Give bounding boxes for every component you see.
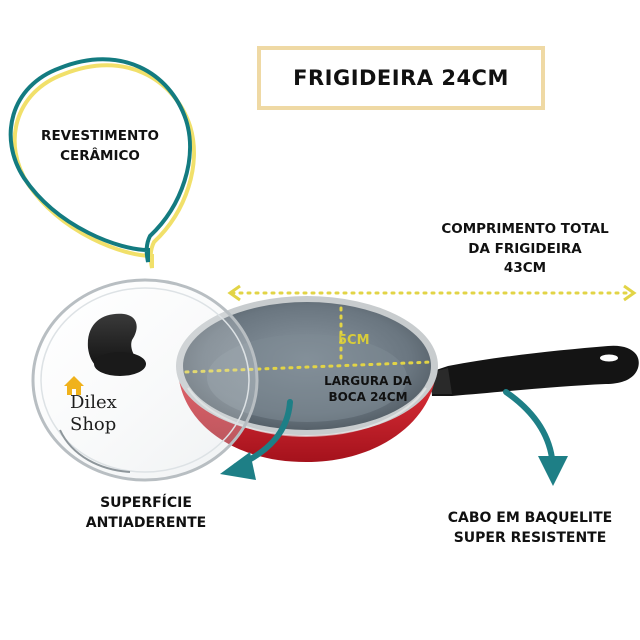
handle-label: CABO EM BAQUELITE SUPER RESISTENTE <box>430 508 630 549</box>
width-label: LARGURA DA BOCA 24CM <box>316 374 420 405</box>
page-title: FRIGIDEIRA 24CM <box>293 66 509 90</box>
width-label-line: LARGURA DA <box>324 374 412 388</box>
length-dimension-line <box>227 284 637 302</box>
speech-bubble-icon <box>8 57 196 269</box>
logo-word: Shop <box>70 414 117 435</box>
length-label-line: 43CM <box>503 260 547 277</box>
length-label: COMPRIMENTO TOTAL DA FRIGIDEIRA 43CM <box>420 220 630 279</box>
handle-label-line: CABO EM BAQUELITE <box>447 510 613 526</box>
handle-label-line: SUPER RESISTENTE <box>453 530 607 547</box>
title-frame: FRIGIDEIRA 24CM <box>257 46 545 110</box>
logo-word: Dilex <box>70 392 117 413</box>
coating-label-line: REVESTIMENTO <box>41 128 159 144</box>
surface-label-line: ANTIADERENTE <box>85 515 207 532</box>
length-label-line: DA FRIGIDEIRA <box>468 240 582 257</box>
width-label-line: BOCA 24CM <box>328 389 408 404</box>
lid-knob <box>87 313 146 376</box>
curved-arrow-icon <box>220 399 293 480</box>
house-icon <box>64 376 84 395</box>
curved-arrow-icon <box>503 389 568 486</box>
height-label: 5CM <box>338 333 370 348</box>
surface-label: SUPERFÍCIE ANTIADERENTE <box>66 493 226 534</box>
coating-label-line: CERÂMICO <box>60 147 140 164</box>
length-label-line: COMPRIMENTO TOTAL <box>441 221 609 237</box>
store-logo: Dilex Shop <box>60 376 140 446</box>
glass-lid <box>31 278 259 482</box>
surface-label-line: SUPERFÍCIE <box>100 495 192 511</box>
coating-label: REVESTIMENTO CERÂMICO <box>20 127 180 166</box>
bakelite-handle <box>430 345 639 396</box>
